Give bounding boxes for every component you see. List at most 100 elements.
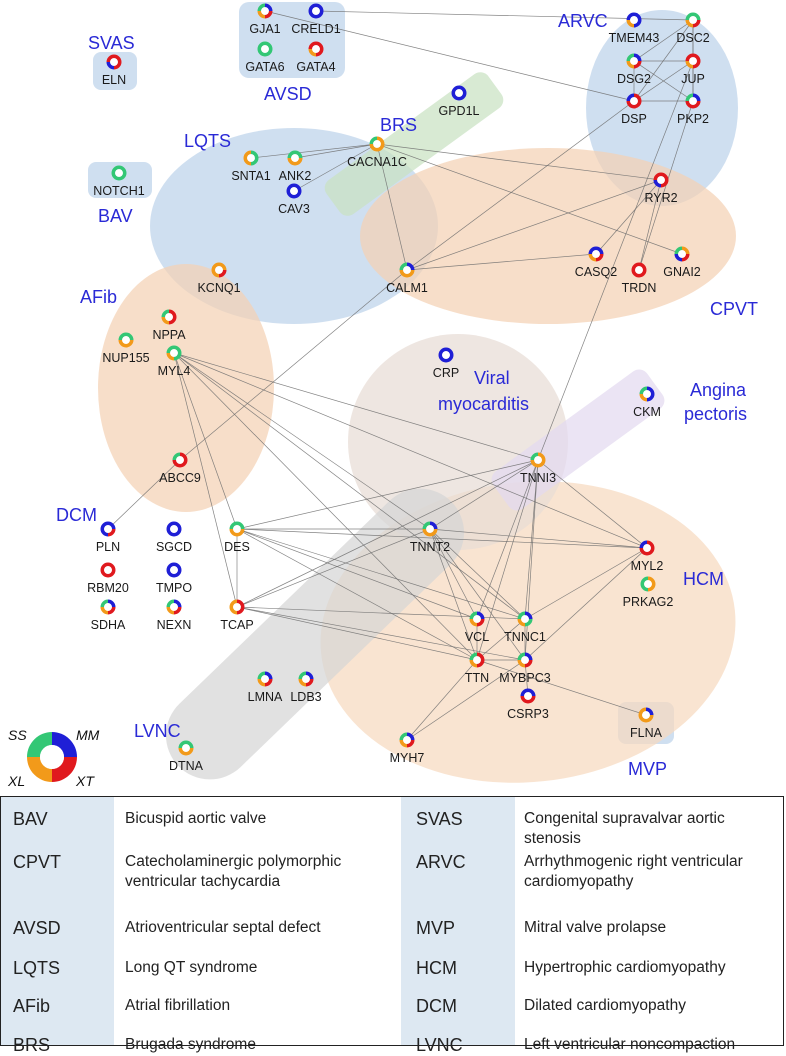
gene-tnni3-segment-3 — [530, 460, 538, 468]
gene-label-sdha: SDHA — [91, 618, 126, 632]
gene-label-gpd1l: GPD1L — [439, 104, 480, 118]
gene-notch1-segment-4 — [111, 165, 119, 173]
gene-node-sgcd[interactable]: SGCD — [156, 521, 192, 555]
gene-ldb3-segment-4 — [298, 671, 306, 679]
gene-nexn-segment-1 — [174, 599, 182, 607]
gene-crp-segment-1 — [446, 347, 454, 355]
gene-node-jup[interactable]: JUP — [681, 53, 705, 87]
gene-label-myl4: MYL4 — [158, 364, 191, 378]
gene-ank2-segment-1 — [295, 150, 303, 158]
gene-tmpo-segment-3 — [166, 570, 174, 578]
gene-label-gnai2: GNAI2 — [663, 265, 701, 279]
gene-node-lmna[interactable]: LMNA — [248, 671, 283, 705]
gene-myh7-segment-3 — [399, 740, 407, 748]
gene-node-vcl[interactable]: VCL — [465, 611, 489, 645]
gene-node-tmpo[interactable]: TMPO — [156, 562, 192, 596]
gene-node-gja1[interactable]: GJA1 — [249, 3, 281, 37]
gene-nup155-segment-4 — [118, 332, 126, 340]
gene-node-dsg2[interactable]: DSG2 — [617, 53, 651, 87]
gene-node-myl4[interactable]: MYL4 — [158, 345, 191, 379]
table-abbr-mvp: MVP — [416, 918, 456, 938]
gene-node-sdha[interactable]: SDHA — [91, 599, 126, 633]
gene-node-csrp3[interactable]: CSRP3 — [507, 688, 549, 722]
gene-nup155-segment-2 — [126, 340, 134, 348]
gene-node-notch1[interactable]: NOTCH1 — [93, 165, 145, 199]
gene-dtna-segment-1 — [186, 740, 194, 748]
gene-label-tcap: TCAP — [220, 618, 253, 632]
gene-label-trdn: TRDN — [622, 281, 657, 295]
gene-nppa-segment-1 — [169, 309, 177, 317]
gene-node-tmem43[interactable]: TMEM43 — [609, 12, 660, 46]
gene-node-eln[interactable]: ELN — [102, 54, 126, 88]
gene-label-tnnt2: TNNT2 — [410, 540, 450, 554]
gene-node-tcap[interactable]: TCAP — [220, 599, 254, 633]
gene-label-dsg2: DSG2 — [617, 72, 651, 86]
gene-node-dsp[interactable]: DSP — [621, 93, 647, 127]
gene-node-myh7[interactable]: MYH7 — [390, 732, 425, 766]
gene-tmpo-hole — [170, 566, 178, 574]
gene-node-tnni3[interactable]: TNNI3 — [520, 452, 556, 486]
gene-node-mybpc3[interactable]: MYBPC3 — [499, 652, 551, 686]
gene-dtna-hole — [182, 744, 190, 752]
gene-node-gnai2[interactable]: GNAI2 — [663, 246, 701, 280]
gene-node-des[interactable]: DES — [224, 521, 250, 555]
gene-node-tnnc1[interactable]: TNNC1 — [504, 611, 546, 645]
table-abbr-lqts: LQTS — [13, 958, 61, 978]
gene-notch1-segment-2 — [119, 173, 127, 181]
gene-node-pln[interactable]: PLN — [96, 521, 120, 555]
gene-node-dsc2[interactable]: DSC2 — [676, 12, 710, 46]
gene-node-creld1[interactable]: CRELD1 — [291, 3, 341, 37]
gene-tnni3-segment-2 — [538, 460, 546, 468]
gene-gata4-segment-3 — [308, 49, 316, 57]
gene-node-rbm20[interactable]: RBM20 — [87, 562, 129, 596]
gene-calm1-segment-2 — [407, 270, 415, 278]
gene-node-gata4[interactable]: GATA4 — [296, 41, 336, 75]
gene-creld1-segment-2 — [316, 11, 324, 19]
gene-node-ttn[interactable]: TTN — [465, 652, 489, 686]
gene-node-ckm[interactable]: CKM — [633, 386, 661, 420]
gene-node-snta1[interactable]: SNTA1 — [231, 150, 271, 184]
gene-node-prkag2[interactable]: PRKAG2 — [623, 576, 674, 610]
gene-sdha-segment-1 — [108, 599, 116, 607]
gene-node-ldb3[interactable]: LDB3 — [290, 671, 322, 705]
gene-node-trdn[interactable]: TRDN — [622, 262, 657, 296]
gene-creld1-segment-1 — [316, 3, 324, 11]
gene-node-ank2[interactable]: ANK2 — [279, 150, 312, 184]
gene-gnai2-segment-2 — [682, 254, 690, 262]
gene-node-nppa[interactable]: NPPA — [152, 309, 186, 343]
gene-ryr2-hole — [657, 176, 665, 184]
gene-node-crp[interactable]: CRP — [433, 347, 459, 381]
gene-casq2-segment-1 — [596, 246, 604, 254]
gene-gja1-hole — [261, 7, 269, 15]
gene-ckm-segment-1 — [647, 386, 655, 394]
gene-node-tnnt2[interactable]: TNNT2 — [410, 521, 450, 555]
gene-node-flna[interactable]: FLNA — [630, 707, 663, 741]
gene-nppa-segment-3 — [161, 317, 169, 325]
gene-node-abcc9[interactable]: ABCC9 — [159, 452, 201, 486]
gene-node-pkp2[interactable]: PKP2 — [677, 93, 709, 127]
edge-tnni3-ttn — [476, 459, 539, 661]
gene-gja1-segment-2 — [265, 11, 273, 19]
gene-node-gpd1l[interactable]: GPD1L — [439, 85, 480, 119]
gene-node-gata6[interactable]: GATA6 — [245, 41, 285, 75]
gene-node-myl2[interactable]: MYL2 — [631, 540, 664, 574]
gene-node-casq2[interactable]: CASQ2 — [575, 246, 617, 280]
gene-myl4-segment-3 — [166, 353, 174, 361]
gene-node-cav3[interactable]: CAV3 — [278, 183, 310, 217]
gene-node-nexn[interactable]: NEXN — [157, 599, 192, 633]
gene-flna-segment-1 — [646, 707, 654, 715]
gene-flna-segment-4 — [638, 707, 646, 715]
table-abbr-svas: SVAS — [416, 809, 463, 829]
gene-node-calm1[interactable]: CALM1 — [386, 262, 428, 296]
edge-myl4-tnnt2 — [173, 352, 431, 530]
gene-myl4-segment-1 — [174, 345, 182, 353]
gene-node-nup155[interactable]: NUP155 — [102, 332, 150, 366]
gene-node-ryr2[interactable]: RYR2 — [644, 172, 678, 206]
gene-tnnt2-segment-4 — [422, 521, 430, 529]
gene-node-cacna1c[interactable]: CACNA1C — [347, 136, 407, 170]
gene-gata6-segment-2 — [265, 49, 273, 57]
gene-casq2-segment-3 — [588, 254, 596, 262]
gene-node-dtna[interactable]: DTNA — [169, 740, 204, 774]
gene-gpd1l-segment-1 — [459, 85, 467, 93]
gene-node-kcnq1[interactable]: KCNQ1 — [197, 262, 241, 296]
